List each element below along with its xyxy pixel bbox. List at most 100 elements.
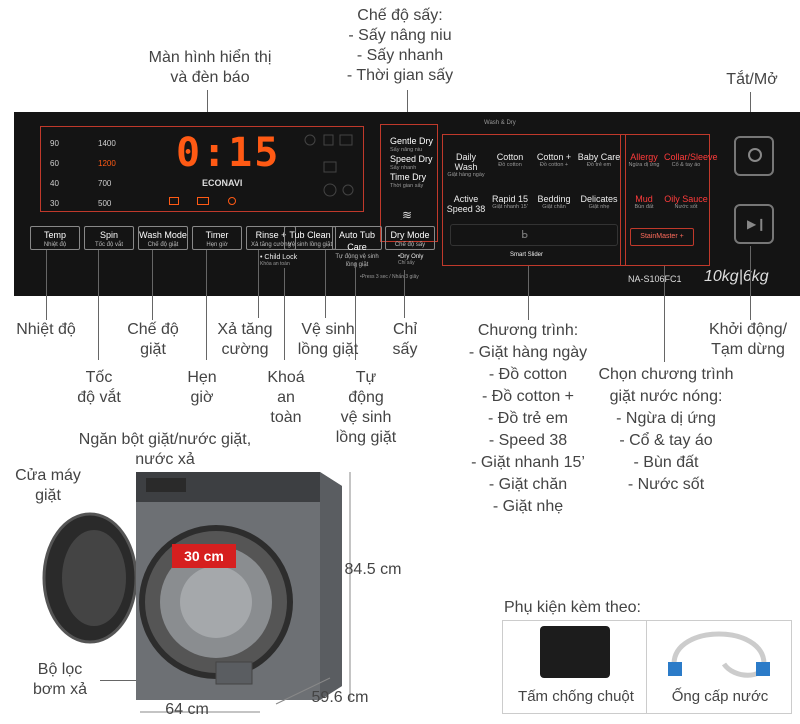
tub-clean-button-sub: Vệ sinh lồng giặt xyxy=(287,242,333,248)
slider-thumb-icon: ᖯ xyxy=(521,229,528,241)
dry-mode-frame xyxy=(380,124,438,242)
leader-line xyxy=(528,266,529,320)
label-line: giờ xyxy=(190,389,214,406)
rinse-label: Xả tăng cường xyxy=(210,320,280,360)
program-label: Delicates xyxy=(580,194,618,204)
label-line: Chỉ xyxy=(392,321,417,338)
label-line: Khoá xyxy=(267,369,305,386)
spin-label: Tốc độ vắt xyxy=(64,368,134,408)
program-sub: Giặt hàng ngày xyxy=(447,172,485,178)
program-sub: Giặt nhanh 15' xyxy=(492,204,528,210)
program-sub: Giặt chăn xyxy=(542,204,566,210)
dry-only-sub: Chỉ sấy xyxy=(398,260,415,266)
program-sub: Đồ trẻ em xyxy=(586,162,612,168)
timer-button-label: Timer xyxy=(205,230,229,240)
temp-value: 40 xyxy=(50,179,59,188)
time-dry-option: Time Dry xyxy=(390,172,427,182)
leader-line xyxy=(664,266,665,362)
label-line: Chế độ xyxy=(127,321,179,338)
smart-slider-label: Smart Slider xyxy=(510,252,544,258)
spin-scale: 1400 1200 700 500 xyxy=(98,134,116,214)
tub-clean-button[interactable]: Tub Clean Vệ sinh lồng giặt xyxy=(284,226,336,250)
program-sub: Giặt nhẹ xyxy=(588,204,610,210)
label-line: giặt xyxy=(140,341,166,358)
stainmaster-button[interactable]: StainMaster + xyxy=(630,228,694,246)
door-label: Cửa máy giặt xyxy=(8,466,88,506)
drum-size-badge: 30 cm xyxy=(172,544,236,568)
label-line: vệ sinh xyxy=(340,409,392,426)
power-button[interactable] xyxy=(734,136,774,176)
leader-line xyxy=(152,250,153,320)
temp-label: Nhiệt độ xyxy=(16,321,76,338)
label-line: giặt xyxy=(35,487,61,504)
temp-button-label: Temp xyxy=(43,230,66,240)
tub-clean-button-label: Tub Clean xyxy=(289,230,331,240)
dry-only-label: •Dry Only xyxy=(398,254,424,260)
leader-line xyxy=(98,250,99,360)
wash-mode-label: Chế độ giặt xyxy=(118,320,188,360)
display-frame xyxy=(40,126,364,212)
auto-tub-care-button-sub: Tự động vệ sinh lồng giặt xyxy=(335,254,379,268)
label-line: toàn xyxy=(270,409,302,426)
label-line: Chọn chương trình xyxy=(598,366,734,383)
spin-button-sub: Tốc độ vắt xyxy=(94,242,123,248)
spin-value: 500 xyxy=(98,199,112,208)
mouse-guard-icon xyxy=(540,626,610,678)
capacity-label: 10kg|6kg xyxy=(704,268,769,285)
program-active-speed[interactable]: Active Speed 38 xyxy=(444,194,488,214)
leader-line xyxy=(207,90,208,130)
status-icon-grid xyxy=(300,132,356,202)
label-line: - Bùn đất xyxy=(633,454,699,471)
hot-program-sub: Ngừa dị ứng xyxy=(628,162,660,168)
program-label: Daily Wash xyxy=(454,152,478,172)
width-label: 64 cm xyxy=(165,701,209,718)
accessories-divider xyxy=(646,620,647,714)
speed-dry-sub: Sấy nhanh xyxy=(390,165,417,171)
label-line: độ vắt xyxy=(77,389,121,406)
accessory-2-label: Ống cấp nước xyxy=(671,688,769,705)
hot-program-label: Oily Sauce xyxy=(664,194,708,204)
start-pause-button[interactable]: ▶❙ xyxy=(734,204,774,244)
spin-button-label: Spin xyxy=(99,230,118,240)
econavi-indicator: ECONAVI xyxy=(202,178,243,188)
display-label-line: và đèn báo xyxy=(170,69,250,86)
label-line: sấy xyxy=(392,341,418,358)
label-line: - Nước sốt xyxy=(627,476,705,493)
dry-modes-line: - Sấy nâng niu xyxy=(348,27,452,44)
timer-button-sub: Hẹn giờ xyxy=(206,242,228,248)
program-cotton-plus[interactable]: Cotton +Đồ cotton + xyxy=(532,152,576,169)
label-line: nước xả xyxy=(135,451,195,468)
label-line: Tốc xyxy=(85,369,113,386)
accessory-1-label: Tấm chống chuột xyxy=(518,688,634,705)
program-label: Cotton + xyxy=(536,152,572,162)
rinse-button[interactable]: Rinse +Xả tăng cường xyxy=(246,226,296,250)
hot-program-frame xyxy=(620,134,710,266)
dry-modes-line: - Sấy nhanh xyxy=(356,47,444,64)
label-line: động xyxy=(348,389,384,406)
program-label: Baby Care xyxy=(577,152,621,162)
dry-mode-button-sub: Chế độ sấy xyxy=(394,242,426,248)
smart-slider[interactable]: ᖯ xyxy=(450,224,618,246)
play-pause-icon: ▶❙ xyxy=(747,217,767,231)
hot-program-sub: Cổ & tay áo xyxy=(671,162,701,168)
gentle-dry-sub: Sấy nâng niu xyxy=(390,147,423,153)
accessories-box xyxy=(502,620,792,714)
time-dry-sub: Thời gian sấy xyxy=(390,183,424,189)
child-lock-label: • Child Lock xyxy=(260,254,298,261)
